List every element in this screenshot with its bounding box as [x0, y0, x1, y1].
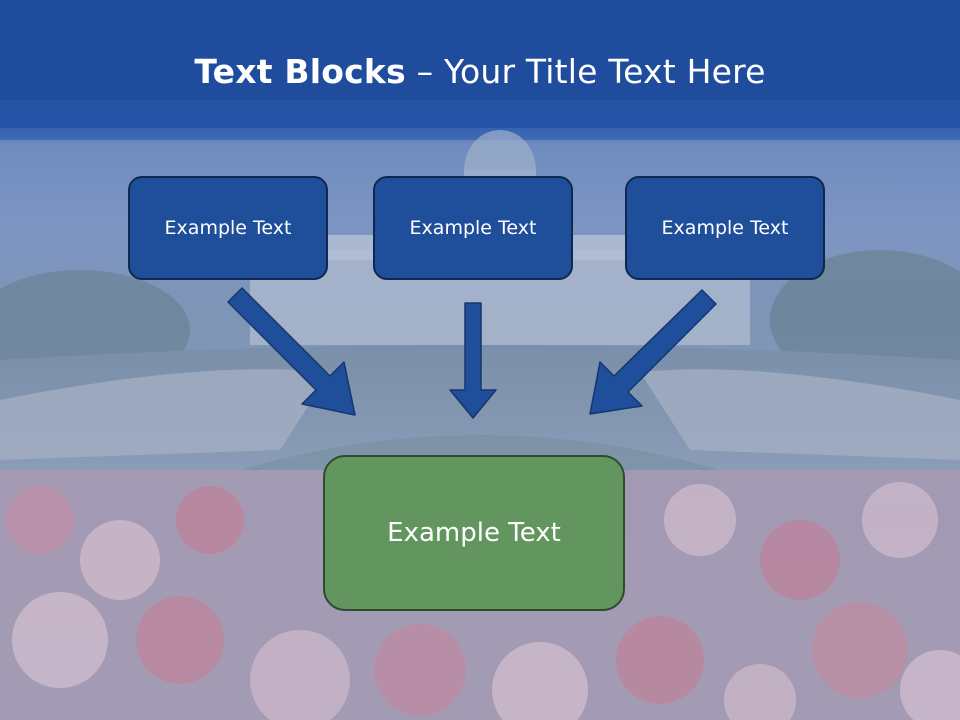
title-bold: Text Blocks [194, 52, 406, 91]
text-box-right-label: Example Text [661, 217, 789, 239]
slide-title: Text Blocks – Your Title Text Here [0, 52, 960, 91]
title-dash: – [405, 52, 444, 91]
target-text-box[interactable]: Example Text [323, 455, 625, 611]
text-box-right[interactable]: Example Text [625, 176, 825, 280]
text-box-left-label: Example Text [164, 217, 292, 239]
title-rest: Your Title Text Here [443, 52, 766, 91]
target-text-box-label: Example Text [387, 518, 561, 548]
text-box-center[interactable]: Example Text [373, 176, 573, 280]
text-box-center-label: Example Text [409, 217, 537, 239]
text-box-left[interactable]: Example Text [128, 176, 328, 280]
